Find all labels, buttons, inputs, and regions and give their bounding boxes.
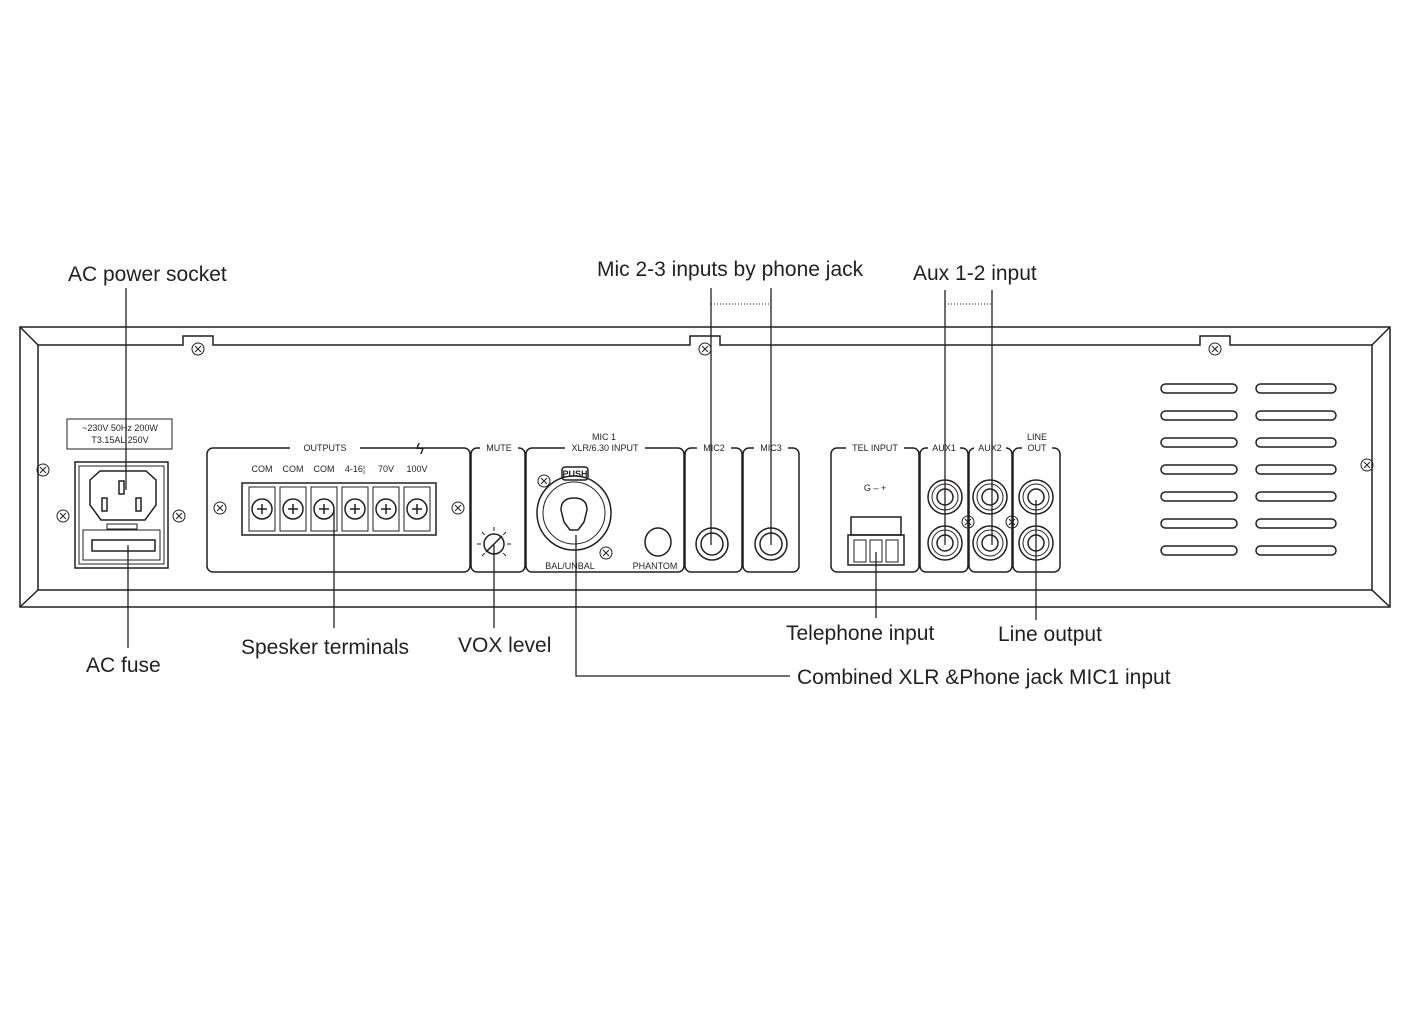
vent-slot <box>1160 545 1238 556</box>
vent-slot <box>1255 464 1337 475</box>
callout-speaker-terminals: Spesker terminals <box>241 636 409 659</box>
speaker-terminal-block: COM COM COM 4-16¦ 70V 100V <box>241 464 437 536</box>
terminal-label: COM <box>283 464 304 474</box>
screw-icon <box>36 463 50 477</box>
phantom-label: PHANTOM <box>633 561 678 571</box>
mute-label: MUTE <box>486 443 512 453</box>
vent-slot <box>1160 464 1238 475</box>
ac-power-socket <box>74 461 169 569</box>
screw-icon <box>1208 342 1222 356</box>
callout-mic1-input: Combined XLR &Phone jack MIC1 input <box>797 666 1171 689</box>
vent-slot <box>1160 437 1238 448</box>
vent-slot <box>1160 518 1238 529</box>
speaker-terminal-screw[interactable] <box>279 486 307 532</box>
rca-jacks <box>927 479 1054 561</box>
mic1-input-label: XLR/6.30 INPUT <box>571 443 639 453</box>
screw-icon <box>1360 458 1374 472</box>
lightning-icon: ϟ <box>416 441 425 458</box>
mic2-jack <box>695 527 729 561</box>
rating-label: ~230V 50Hz 200W T3.15AL 250V <box>66 418 173 450</box>
terminal-label: 4-16¦ <box>345 464 365 474</box>
screw-icon <box>213 501 227 515</box>
line-out-label-1: LINE <box>1027 432 1047 442</box>
speaker-terminal-screw[interactable] <box>341 486 369 532</box>
rating-line-1: ~230V 50Hz 200W <box>82 423 158 433</box>
screw-icon <box>172 509 186 523</box>
terminal-label: 70V <box>378 464 394 474</box>
callout-line-output: Line output <box>998 623 1102 646</box>
screw-icon <box>191 342 205 356</box>
vent-slot <box>1160 410 1238 421</box>
tel-pins-label: G – + <box>864 483 886 493</box>
vent-slot <box>1255 518 1337 529</box>
vent-slot <box>1160 383 1238 394</box>
screw-icon <box>537 474 551 488</box>
mic1-label: MIC 1 <box>592 432 616 442</box>
aux1-label: AUX1 <box>932 443 956 453</box>
vent-slot <box>1255 491 1337 502</box>
screw-icon <box>451 501 465 515</box>
bal-unbal-label: BAL/UNBAL <box>545 561 595 571</box>
ventilation-slots <box>1160 383 1337 556</box>
callout-leaders <box>125 288 1037 677</box>
callout-aux-input: Aux 1-2 input <box>913 262 1037 285</box>
terminal-label: 100V <box>406 464 427 474</box>
phantom-switch[interactable] <box>644 527 672 557</box>
aux2-rca-jack <box>972 525 1008 561</box>
terminal-label: COM <box>314 464 335 474</box>
callout-telephone-input: Telephone input <box>786 622 934 645</box>
screw-icon <box>599 546 613 560</box>
aux2-label: AUX2 <box>978 443 1002 453</box>
vent-slot <box>1255 437 1337 448</box>
callout-mic23-inputs: Mic 2-3 inputs by phone jack <box>597 258 864 281</box>
rating-line-2: T3.15AL 250V <box>91 435 148 445</box>
callout-vox-level: VOX level <box>458 634 551 657</box>
speaker-terminal-screw[interactable] <box>403 486 431 532</box>
tel-input-label: TEL INPUT <box>852 443 898 453</box>
vent-slot <box>1255 545 1337 556</box>
mic2-label: MIC2 <box>703 443 725 453</box>
aux2-rca-jack <box>972 479 1008 515</box>
screw-icon <box>56 509 70 523</box>
vent-slot <box>1255 410 1337 421</box>
chassis <box>19 326 1391 608</box>
io-panels: OUTPUTS ϟ MUTE MIC 1 XLR/6.30 INPUT MIC2… <box>206 432 1061 573</box>
speaker-terminal-screw[interactable] <box>372 486 400 532</box>
outputs-label: OUTPUTS <box>303 443 346 453</box>
vent-slot <box>1160 491 1238 502</box>
mic1-combo-jack: PUSH BAL/UNBAL PHANTOM <box>536 466 678 571</box>
push-label: PUSH <box>562 469 587 479</box>
callout-ac-power-socket: AC power socket <box>68 263 227 286</box>
line-out-label-2: OUT <box>1028 443 1048 453</box>
terminal-label: COM <box>252 464 273 474</box>
callout-ac-fuse: AC fuse <box>86 654 161 677</box>
vent-slot <box>1255 383 1337 394</box>
speaker-terminal-screw[interactable] <box>310 486 338 532</box>
screw-icon <box>698 342 712 356</box>
speaker-terminal-screw[interactable] <box>248 486 276 532</box>
